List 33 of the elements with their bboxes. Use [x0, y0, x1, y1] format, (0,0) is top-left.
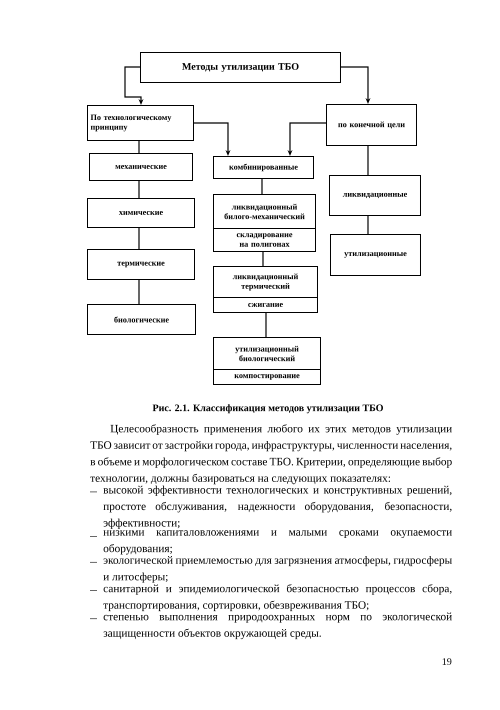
- process-box: сжигание: [213, 297, 318, 313]
- list-item: экологической приемлемостью для загрязнения атмосферы, гидросферы и литосферы;: [103, 556, 452, 583]
- process-box: термические: [87, 249, 195, 280]
- connector-line: [367, 216, 369, 234]
- connector-line: [367, 146, 369, 175]
- process-box: механические: [89, 153, 193, 181]
- process-box: утилизационный биологический: [213, 337, 321, 370]
- connector-line: [265, 313, 267, 337]
- connector-line: [138, 228, 140, 249]
- page-number: 19: [442, 658, 452, 665]
- list-item: санитарной и эпидемиологической безопасностью процессов сбора, транспортирования, сортировки, обезвреживания ТБО;: [103, 584, 452, 612]
- process-box: химические: [87, 198, 195, 228]
- process-box: Методы утилизации ТБО: [140, 52, 341, 83]
- process-box: складирование на полигонах: [213, 228, 316, 252]
- connector-line: [138, 181, 140, 198]
- process-box: ликвидационный термический: [213, 266, 318, 298]
- process-box: комбинированные: [213, 156, 314, 179]
- process-box: компостирование: [213, 369, 321, 385]
- list-item: низкими капиталовложениями и малыми сроками окупаемости оборудования;: [103, 530, 452, 555]
- process-box: ликвидационные: [329, 175, 421, 216]
- connector-line: [262, 252, 264, 266]
- connector-line: [138, 280, 140, 304]
- paragraph: Целесообразность применения любого их этих методов утилизации ТБО зависит от застройки города, инфраструктуры, численности населения, в объеме и морфологическом составе ТБО. Критерии, определяющие выбор технологии, должны базироваться на следующих показателях:: [90, 424, 452, 484]
- process-box: биологические: [87, 304, 196, 335]
- process-box: ликвидационный билого-механический: [213, 194, 316, 229]
- list-item: высокой эффективности технологических и конструктивных решений, простоте обслуживания, надежности оборудования, безопасности, эффективности;: [103, 486, 452, 529]
- process-box: утилизационные: [330, 234, 421, 276]
- list-item: степенью выполнения природоохранных норм по экологической защищенности объектов окружающей среды.: [104, 612, 452, 640]
- process-box: по конечной цели: [326, 104, 417, 146]
- connector-line: [261, 179, 263, 194]
- figure-caption: Рис. 2.1. Классификация методов утилизации ТБО: [152, 404, 383, 414]
- connector-line: [138, 141, 140, 153]
- process-box: По технологическому принципу: [87, 105, 194, 141]
